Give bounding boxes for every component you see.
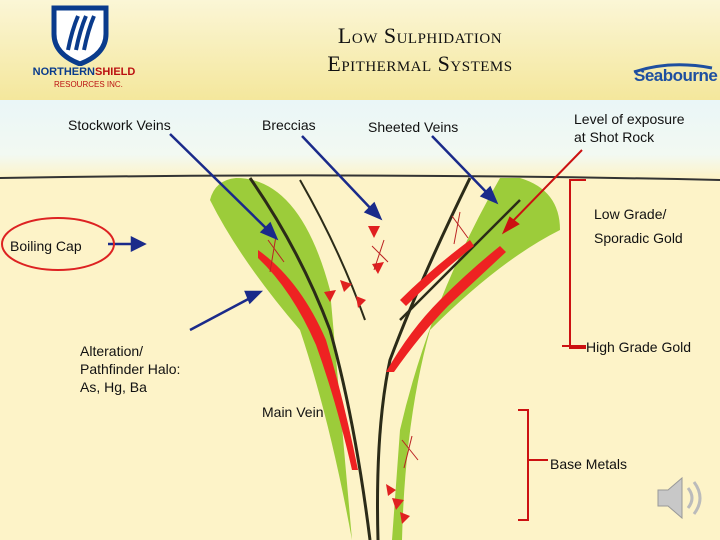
northernshield-wordmark: NORTHERNSHIELD — [32, 66, 136, 78]
label-high-grade-gold: High Grade Gold — [586, 339, 692, 355]
seabourne-logo: Seabourne — [630, 60, 720, 96]
title-line-1: Low Sulphidation — [337, 23, 503, 48]
label-main-vein: Main Vein — [262, 404, 324, 420]
label-breccias: Breccias — [262, 117, 316, 133]
label-stockwork-veins: Stockwork Veins — [68, 117, 171, 133]
exposure-line-1: Level of exposure — [574, 111, 685, 127]
boiling-cap-ellipse — [1, 217, 115, 271]
sky-band — [0, 100, 720, 178]
seabourne-wordmark: Seabourne — [634, 66, 718, 85]
shield-icon — [51, 5, 109, 66]
blue-pointer-arrows — [108, 133, 499, 332]
swoosh-icon — [633, 63, 713, 74]
stockwork-hatching — [267, 211, 469, 469]
label-boiling-cap: Boiling Cap — [10, 238, 82, 254]
northernshield-subtitle: RESOURCES INC. — [54, 80, 123, 89]
label-sheeted-veins: Sheeted Veins — [368, 119, 459, 135]
low-grade-line-1: Low Grade/ — [594, 206, 667, 222]
speaker-icon[interactable] — [652, 470, 708, 526]
label-base-metals: Base Metals — [550, 456, 628, 472]
right-vein-outline — [376, 177, 472, 540]
exposure-line-2: at Shot Rock — [574, 129, 655, 145]
right-outer-vein — [399, 199, 521, 321]
exposure-pointer — [501, 149, 583, 235]
label-low-grade: Low Grade/ Sporadic Gold — [594, 202, 683, 250]
title-line-2: Epithermal Systems — [327, 51, 513, 76]
left-vein-outline — [248, 177, 372, 540]
label-exposure: Level of exposure at Shot Rock — [574, 110, 685, 146]
ground-surface — [0, 174, 720, 181]
right-red-vein — [386, 246, 506, 372]
page-title: Low Sulphidation Epithermal Systems — [250, 22, 590, 78]
left-red-vein — [258, 250, 358, 470]
slide-header — [0, 0, 720, 100]
northernshield-logo: NORTHERNSHIELD RESOURCES INC. — [14, 4, 154, 94]
alteration-line-2: Pathfinder Halo: — [80, 361, 181, 377]
grade-brackets — [518, 179, 586, 521]
alteration-line-1: Alteration/ — [80, 343, 144, 359]
breccia-fragments — [324, 226, 410, 524]
red-vein-branch — [400, 240, 474, 306]
label-alteration: Alteration/ Pathfinder Halo: As, Hg, Ba — [80, 342, 180, 396]
low-grade-line-2: Sporadic Gold — [594, 230, 683, 246]
alteration-line-3: As, Hg, Ba — [80, 379, 147, 395]
alteration-halo — [210, 178, 560, 540]
